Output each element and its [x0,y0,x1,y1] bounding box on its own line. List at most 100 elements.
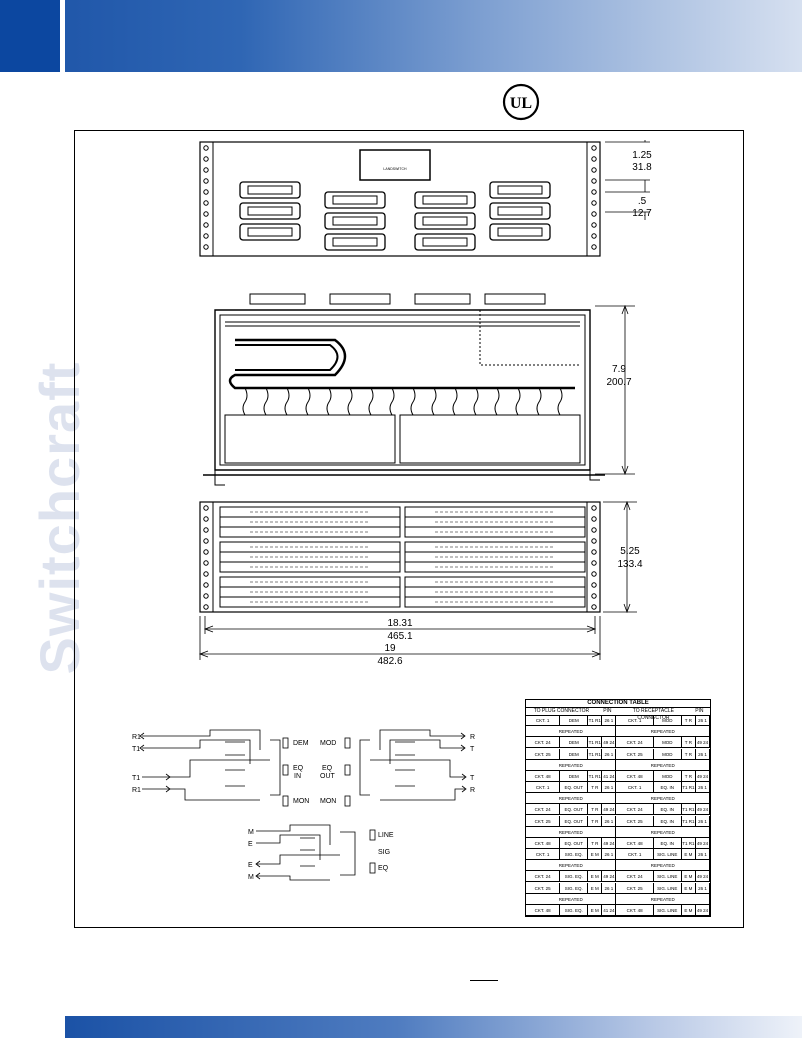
table-cell: REPEATED [526,826,617,837]
table-cell: EQ. OUT [560,837,589,848]
dim-front-small-mm: 12.7 [632,208,652,219]
table-cell: E M [682,849,696,860]
table-cell: 41 24 [602,770,617,781]
mounting-hole [591,189,597,195]
schem-lower-label: EQ [378,865,389,872]
drawing-frame [74,130,744,928]
d-sub-connector [414,233,476,251]
ul-mark-text: UL [510,95,532,112]
mounting-hole [203,178,209,184]
dim-side-depth-mm: 200.7 [606,377,631,388]
table-cell: E M [588,882,603,893]
table-cell: CKT. 24 [526,804,561,815]
d-sub-connector [239,202,301,220]
schem-lower-terminal: M [248,829,254,836]
table-cell: SIG. EQ. [560,882,589,893]
mounting-hole [591,178,597,184]
table-cell: REPEATED [616,759,710,770]
mounting-hole [591,527,597,533]
schem-right-terminal: T [470,746,475,753]
connection-table: CONNECTION TABLE TO PLUG CONNECTOR PIN T… [525,699,711,917]
table-cell: T1 R1 [682,815,696,826]
d-sub-connector [489,202,551,220]
header-plug: TO PLUG CONNECTOR [533,708,590,714]
table-cell: E M [682,882,696,893]
jack-field [404,541,586,573]
rear-view [199,501,601,613]
schem-left-terminal: T1 [132,746,140,753]
footer-bar [65,1016,802,1038]
table-cell: REPEATED [616,726,710,737]
table-cell: CKT. 1 [526,782,561,793]
table-cell: CKT. 24 [526,737,561,748]
connector-pins [497,206,543,216]
table-cell: CKT. 25 [526,882,561,893]
table-cell: T1 R1 [588,770,603,781]
table-cell: 49 24 [696,871,711,882]
dim-front-height: 1.25 [632,150,652,161]
table-cell: REPEATED [526,860,617,871]
table-cell: T1 R1 [588,715,603,726]
wire-loop [431,387,437,416]
mounting-hole [591,200,597,206]
table-cell: 26 1 [696,782,711,793]
table-cell: T1 R1 [588,737,603,748]
mounting-hole [203,244,209,250]
table-cell: DEM [560,770,589,781]
wire-loop [473,387,479,416]
wire-loop [452,387,458,416]
table-cell: SIG. EQ. [560,904,589,915]
ul-listed-icon: UL [502,83,540,121]
d-sub-connector [489,223,551,241]
table-cell: REPEATED [526,726,617,737]
table-cell: E M [588,871,603,882]
table-cell: 26 1 [602,748,617,759]
table-cell: CKT. 25 [616,815,654,826]
mounting-hole [591,549,597,555]
table-cell: REPEATED [526,893,617,904]
wire-loop [242,387,248,416]
table-cell: 41 24 [602,904,617,915]
table-cell: REPEATED [616,826,710,837]
table-cell: CKT. 48 [616,837,654,848]
mechanical-drawing: LANDSWITCH [198,140,652,667]
table-cell: DEM [560,715,589,726]
header-pin: PIN [603,708,612,714]
d-sub-connector [239,223,301,241]
table-cell: 26 1 [696,849,711,860]
table-cell: T R [588,804,603,815]
connector-pins [332,195,378,205]
d-sub-connector [414,191,476,209]
table-cell: CKT. 1 [616,715,654,726]
mounting-hole [591,233,597,239]
schem-label-mon: MON [320,798,336,805]
schem-lower-terminal: M [248,874,254,881]
table-cell: E M [682,871,696,882]
mounting-hole [203,527,209,533]
table-cell: T R [682,737,696,748]
schem-lower-label: LINE [378,832,394,839]
connector-pins [422,216,468,226]
table-cell: CKT. 48 [526,770,561,781]
schem-lower-terminal: E [248,841,253,848]
table-cell: EQ. OUT [560,815,589,826]
table-cell: T R [682,748,696,759]
wire-loop [410,387,416,416]
table-cell: SIG. LINE [654,882,682,893]
mounting-hole [203,222,209,228]
table-cell: EQ. IN [654,837,682,848]
connector-pins [497,185,543,195]
table-cell: CKT. 48 [616,904,654,915]
mounting-hole [203,233,209,239]
connector-pins [497,227,543,237]
connector-pins [332,216,378,226]
table-cell: 49 24 [696,770,711,781]
